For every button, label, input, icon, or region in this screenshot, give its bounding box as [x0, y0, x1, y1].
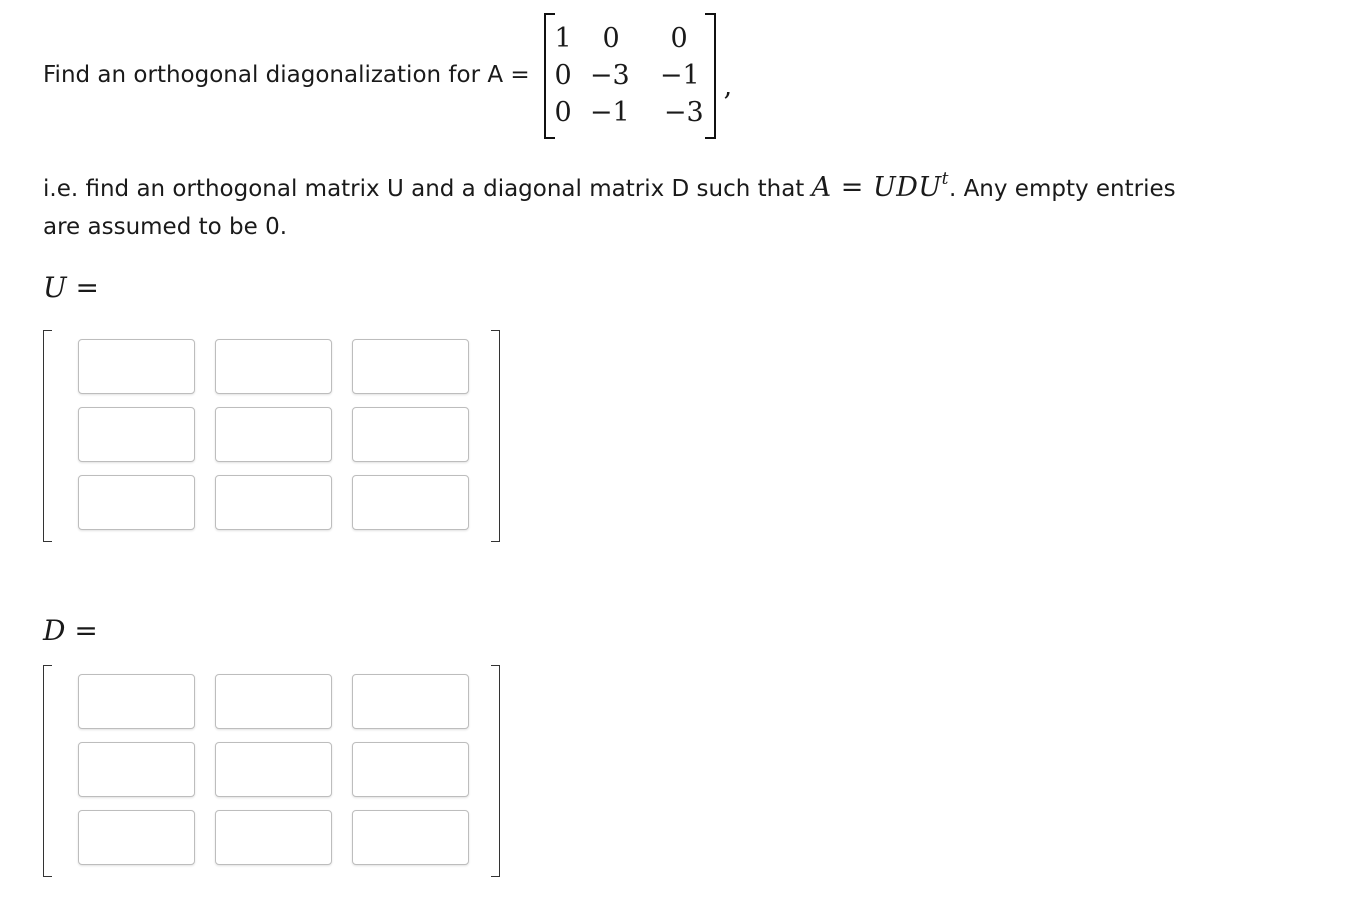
- right-bracket: [491, 330, 500, 542]
- matrix-trailing-comma: ,: [723, 70, 733, 102]
- d-entry-1-3[interactable]: [352, 674, 469, 729]
- matrix-a-entry-2-1: 0: [554, 60, 572, 91]
- d-entry-1-2[interactable]: [215, 674, 332, 729]
- u-entry-1-1[interactable]: [78, 339, 195, 394]
- explanation-line-1: i.e. find an orthogonal matrix U and a d…: [43, 169, 1343, 208]
- explanation-text-end: . Any empty entries: [948, 176, 1176, 202]
- u-entry-1-3[interactable]: [352, 339, 469, 394]
- problem-statement: Find an orthogonal diagonalization for A…: [43, 0, 732, 150]
- d-matrix-label: D =: [43, 614, 98, 647]
- left-bracket: [43, 330, 52, 542]
- decomposition-equation: A = UDUt: [811, 169, 949, 204]
- matrix-a-entry-1-2: 0: [602, 23, 620, 54]
- matrix-a-entry-3-3: −3: [663, 97, 704, 128]
- matrix-a-entry-2-2: −3: [589, 60, 630, 91]
- matrix-a-entry-1-1: 1: [554, 23, 572, 54]
- u-entry-3-3[interactable]: [352, 475, 469, 530]
- d-entry-3-2[interactable]: [215, 810, 332, 865]
- d-entry-2-3[interactable]: [352, 742, 469, 797]
- d-entry-1-1[interactable]: [78, 674, 195, 729]
- d-matrix-grid: [78, 674, 469, 865]
- u-entry-3-1[interactable]: [78, 475, 195, 530]
- matrix-a-entry-1-3: 0: [670, 23, 688, 54]
- u-matrix: [43, 330, 500, 542]
- left-bracket: [543, 13, 555, 139]
- matrix-a-entry-3-2: −1: [589, 97, 630, 128]
- d-entry-3-3[interactable]: [352, 810, 469, 865]
- d-entry-3-1[interactable]: [78, 810, 195, 865]
- explanation-line-2: are assumed to be 0.: [43, 214, 288, 240]
- d-entry-2-1[interactable]: [78, 742, 195, 797]
- right-bracket: [491, 665, 500, 877]
- explanation: i.e. find an orthogonal matrix U and a d…: [43, 169, 1343, 246]
- matrix-a: 1 0 0 0 −3 −1 0 −1 −3: [543, 13, 716, 139]
- u-entry-2-3[interactable]: [352, 407, 469, 462]
- matrix-a-entry-2-3: −1: [659, 60, 700, 91]
- u-matrix-label: U =: [43, 271, 99, 304]
- explanation-text: i.e. find an orthogonal matrix U and a d…: [43, 176, 812, 202]
- right-bracket: [704, 13, 716, 139]
- u-entry-1-2[interactable]: [215, 339, 332, 394]
- u-entry-2-1[interactable]: [78, 407, 195, 462]
- d-matrix: [43, 665, 500, 877]
- u-matrix-grid: [78, 339, 469, 530]
- u-entry-2-2[interactable]: [215, 407, 332, 462]
- matrix-a-entry-3-1: 0: [554, 97, 572, 128]
- intro-text: Find an orthogonal diagonalization for A…: [43, 62, 530, 88]
- d-entry-2-2[interactable]: [215, 742, 332, 797]
- u-entry-3-2[interactable]: [215, 475, 332, 530]
- left-bracket: [43, 665, 52, 877]
